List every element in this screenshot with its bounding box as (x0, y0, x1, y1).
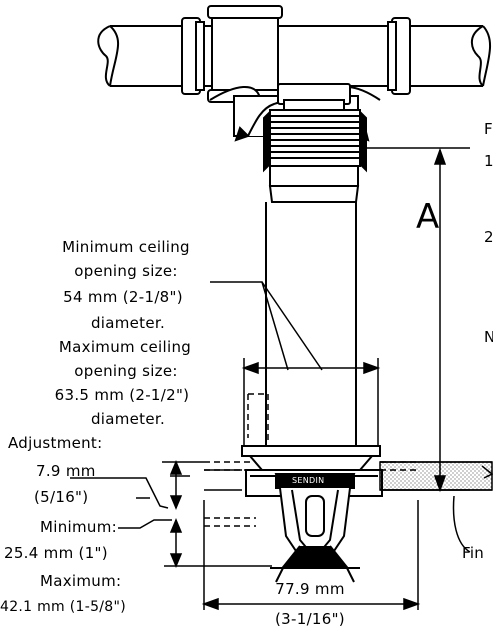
ceiling-opening-dimension (210, 281, 381, 450)
cutoff-text-3: 2 (484, 228, 493, 246)
adjustment-metric: 7.9 mm (36, 462, 96, 480)
max-ceiling-label-line2: opening size: (74, 362, 178, 380)
width-dimension-metric: 77.9 mm (275, 580, 345, 598)
ceiling-section (204, 461, 493, 491)
sprinkler-nipple (277, 83, 351, 111)
minimum-label: Minimum: (40, 518, 117, 536)
min-ceiling-label-line4: diameter. (90, 314, 166, 332)
maximum-value: 42.1 mm (1-5/8") (0, 599, 127, 615)
min-ceiling-label-line1: Minimum ceiling (62, 238, 190, 256)
dimension-a-line (360, 147, 470, 493)
adjustment-title: Adjustment: (8, 434, 103, 452)
max-ceiling-label-line3: 63.5 mm (2-1/2") (54, 386, 190, 404)
width-dimension-line (201, 500, 421, 611)
sprinkler-brand-mark: SENDIN (292, 476, 325, 485)
cutoff-text-5: Fin (462, 544, 485, 562)
sprinkler-head (270, 473, 360, 583)
cutoff-text-4: N (484, 328, 493, 346)
minimum-value: 25.4 mm (1") (4, 544, 108, 562)
width-dimension-imperial: (3-1/16") (275, 610, 345, 628)
max-ceiling-label-line1: Maximum ceiling (58, 338, 192, 356)
pipe-couplings (181, 17, 411, 95)
min-ceiling-label-line2: opening size: (74, 262, 178, 280)
pipe-horizontal (97, 25, 491, 87)
max-ceiling-label-line4: diameter. (90, 410, 166, 428)
min-ceiling-label-line3: 54 mm (2-1/8") (63, 288, 183, 306)
dimension-a-label: A (416, 197, 440, 237)
adjustment-dimension (70, 460, 272, 568)
cutoff-text-1: F (484, 120, 493, 138)
maximum-label: Maximum: (40, 572, 122, 590)
escutcheon-barrel (265, 202, 357, 454)
sprinkler-threads (263, 109, 367, 173)
adjustment-imperial: (5/16") (34, 488, 89, 506)
cutoff-text-2: 1 (484, 152, 493, 170)
finish-leader (452, 495, 471, 553)
sprinkler-hex (268, 165, 360, 203)
